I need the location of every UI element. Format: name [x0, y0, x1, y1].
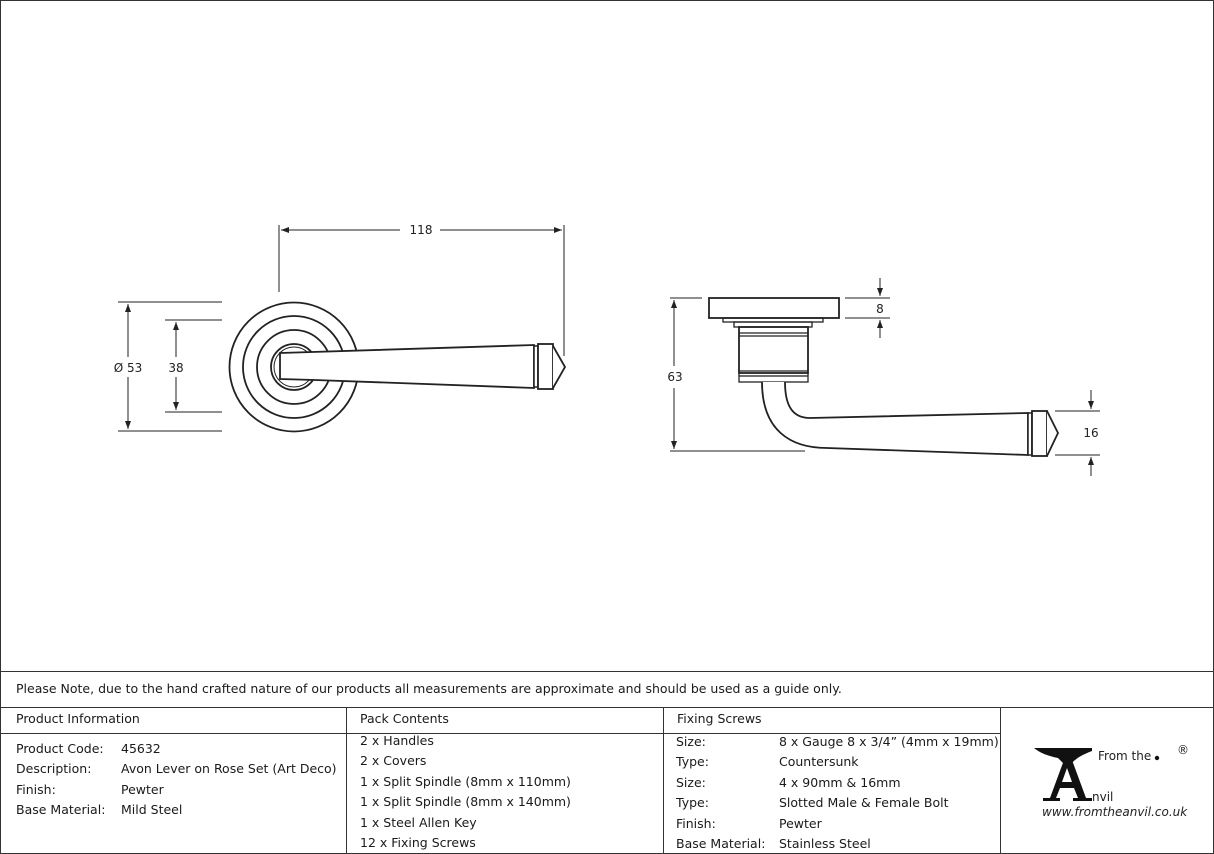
- lever-body: [279, 344, 535, 389]
- logo-anvil: nvil: [1092, 790, 1113, 804]
- technical-drawing: 118 Ø 53 38 63 8 16: [112, 223, 1100, 476]
- info-row: Size:4 x 90mm & 16mm: [676, 774, 901, 790]
- rose-body: [738, 326, 809, 374]
- list-item: 1 x Steel Allen Key: [360, 814, 477, 830]
- pack-contents-heading: Pack Contents: [360, 711, 449, 726]
- logo-from-the: From the: [1098, 749, 1151, 763]
- list-item: 2 x Handles: [360, 733, 434, 748]
- pack-contents-list: 2 x Handles 2 x Covers 1 x Split Spindle…: [360, 731, 571, 853]
- info-row: Description:Avon Lever on Rose Set (Art …: [16, 761, 337, 777]
- height-label: 63: [667, 370, 682, 384]
- from-the-anvil-logo: From the ® nvil www.fromtheanvil.co.uk: [1034, 743, 1189, 819]
- list-item: 12 x Fixing Screws: [360, 835, 476, 851]
- product-information-heading: Product Information: [16, 711, 140, 726]
- finish: Pewter: [121, 781, 164, 797]
- lever-cap: [537, 343, 554, 390]
- logo-url: www.fromtheanvil.co.uk: [1042, 805, 1188, 819]
- rose-plate: [708, 297, 840, 319]
- rose-thickness-label: 8: [876, 302, 884, 316]
- side-view: [670, 278, 1100, 476]
- measurement-note: Please Note, due to the hand crafted nat…: [16, 681, 842, 696]
- product-information-table: Product Code:45632 Description:Avon Leve…: [16, 739, 337, 821]
- info-row: Type:Slotted Male & Female Bolt: [676, 795, 949, 811]
- info-row: Size:8 x Gauge 8 x 3/4” (4mm x 19mm): [676, 734, 999, 749]
- list-item: 1 x Split Spindle (8mm x 140mm): [360, 794, 571, 810]
- base-material: Mild Steel: [121, 802, 183, 818]
- list-item: 2 x Covers: [360, 753, 427, 769]
- lever-neck-and-body: [761, 381, 1029, 456]
- inner-diameter-label: 38: [168, 361, 183, 375]
- info-row: Base Material:Mild Steel: [16, 802, 183, 818]
- info-row: Product Code:45632: [16, 741, 161, 756]
- description: Avon Lever on Rose Set (Art Deco): [121, 761, 337, 777]
- anvil-icon: [1034, 748, 1092, 764]
- rose-diameter-label: Ø 53: [114, 361, 143, 375]
- list-item: 1 x Split Spindle (8mm x 110mm): [360, 773, 571, 789]
- fixing-screws-table: Size:8 x Gauge 8 x 3/4” (4mm x 19mm) Typ…: [676, 732, 999, 854]
- info-row: Base Material:Stainless Steel: [676, 836, 871, 852]
- info-row: Finish:Pewter: [16, 781, 164, 797]
- lever-height-label: 16: [1083, 426, 1098, 440]
- lever-tip: [552, 345, 567, 389]
- product-code: 45632: [121, 741, 161, 756]
- front-view: [118, 225, 567, 433]
- info-row: Finish:Pewter: [676, 815, 822, 831]
- svg-text:®: ®: [1177, 743, 1189, 757]
- length-label: 118: [410, 223, 433, 237]
- fixing-screws-heading: Fixing Screws: [677, 711, 762, 726]
- info-row: Type:Countersunk: [676, 754, 859, 770]
